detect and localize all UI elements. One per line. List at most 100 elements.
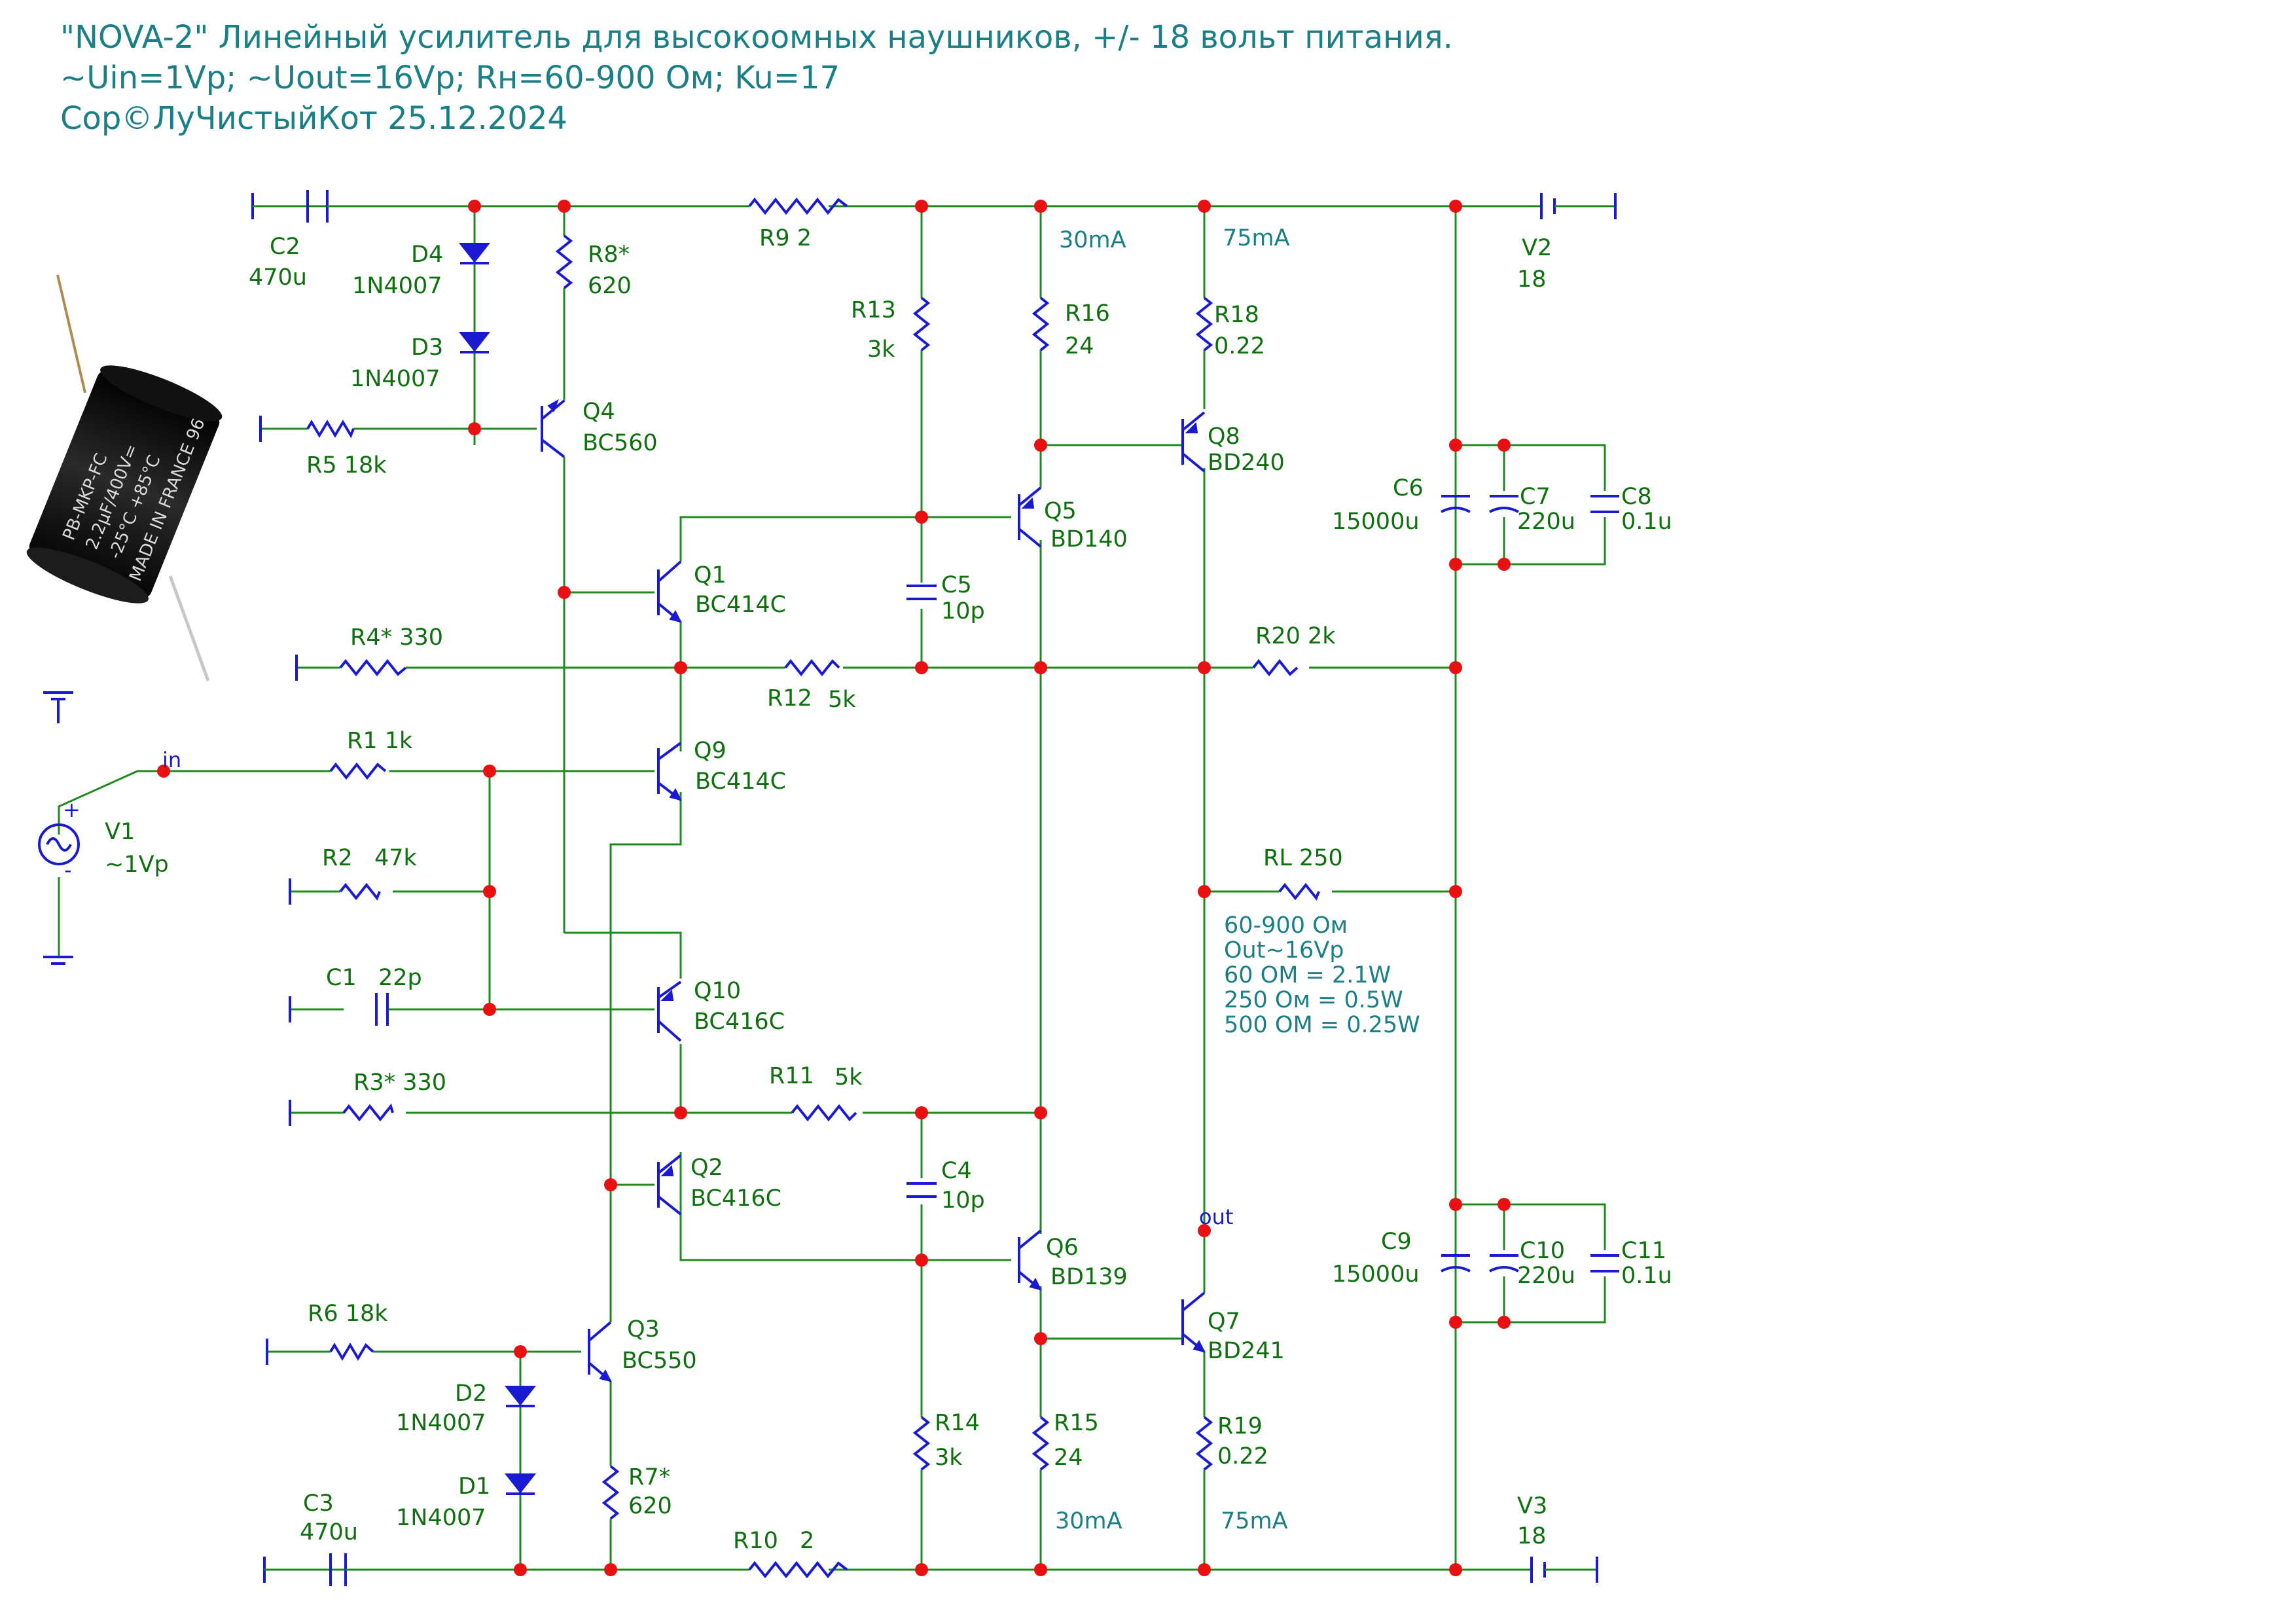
load-note-2: Out~16Vp: [1224, 937, 1344, 964]
d2-val: 1N4007: [396, 1410, 486, 1436]
r8-val: 620: [588, 273, 632, 299]
v3-ref: V3: [1517, 1493, 1547, 1519]
c2-symbol: [251, 190, 370, 223]
junction-dots: [157, 200, 1511, 1576]
r6-label: R6 18k: [308, 1301, 388, 1327]
c5-val: 10p: [941, 598, 985, 624]
v2-symbol: [1540, 193, 1617, 219]
r12-val: 5k: [828, 687, 856, 713]
resistors-horizontal: [306, 197, 1320, 1579]
q1-val: BC414C: [695, 592, 786, 618]
r18-ref: R18: [1214, 302, 1259, 328]
q5-current: 30mA: [1059, 227, 1126, 253]
diode-d3: [458, 332, 491, 353]
q6-symbol: [1018, 1229, 1042, 1291]
c1-ref: C1: [326, 965, 357, 991]
c3-val: 470u: [300, 1519, 358, 1545]
c3-ref: C3: [303, 1490, 334, 1517]
q4-val: BC560: [583, 430, 658, 456]
ground-symbol-bottom: [43, 956, 73, 965]
c5-symbol: [906, 585, 937, 600]
r15-ref: R15: [1054, 1410, 1099, 1436]
c9-val: 15000u: [1332, 1261, 1420, 1288]
q10-ref: Q10: [694, 978, 741, 1004]
d4-ref: D4: [411, 242, 443, 268]
r18-val: 0.22: [1214, 333, 1265, 359]
v2-val: 18: [1517, 266, 1547, 293]
q3-val: BC550: [622, 1348, 697, 1374]
ground-symbol-top: [43, 691, 73, 723]
c9-ref: C9: [1381, 1229, 1412, 1255]
q6-val: BD139: [1050, 1264, 1128, 1290]
q6-current: 30mA: [1055, 1508, 1122, 1534]
load-note-5: 500 OM = 0.25W: [1224, 1012, 1420, 1038]
q8-current: 75mA: [1223, 225, 1290, 251]
in-net-label: in: [162, 748, 181, 772]
title-line-1: "NOVA-2" Линейный усилитель для высокоом…: [60, 19, 1453, 56]
load-note-1: 60-900 Ом: [1224, 912, 1348, 939]
r16-val: 24: [1065, 333, 1094, 359]
r10-val: 2: [800, 1528, 814, 1554]
schematic-title: "NOVA-2" Линейный усилитель для высокоом…: [60, 17, 1453, 139]
q8-val: BD240: [1208, 450, 1285, 476]
c10-val: 220u: [1517, 1263, 1575, 1289]
r4-label: R4* 330: [350, 624, 443, 651]
svg-text:+: +: [63, 797, 81, 822]
load-note-4: 250 Ом = 0.5W: [1224, 987, 1403, 1013]
r3-label: R3* 330: [353, 1070, 446, 1096]
component-symbols: + -: [38, 190, 1619, 1586]
wires: [58, 205, 1606, 1571]
q7-symbol: [1181, 1291, 1206, 1353]
d4-val: 1N4007: [352, 273, 442, 299]
r11-val: 5k: [834, 1064, 863, 1091]
c6-ref: C6: [1393, 475, 1424, 501]
d3-val: 1N4007: [350, 366, 440, 392]
r11-ref: R11: [769, 1063, 814, 1089]
q1-symbol: [657, 560, 682, 623]
v1-ref: V1: [105, 819, 135, 845]
d3-ref: D3: [411, 334, 443, 361]
r10-ref: R10: [733, 1528, 778, 1554]
c1-symbol: [375, 993, 389, 1026]
r19-ref: R19: [1217, 1413, 1263, 1439]
q4-ref: Q4: [583, 399, 615, 425]
terminal-ticks: [259, 416, 298, 1365]
c7-val: 220u: [1517, 509, 1575, 535]
q8-symbol: [1181, 411, 1206, 473]
supply-caps-bottom: [1441, 1254, 1619, 1272]
r13-ref: R13: [851, 297, 896, 323]
r12-ref: R12: [767, 685, 812, 712]
q9-ref: Q9: [694, 738, 726, 764]
r13-val: 3k: [867, 336, 895, 363]
v2-ref: V2: [1522, 235, 1552, 261]
resistors-vertical: [555, 234, 1213, 1520]
d1-ref: D1: [458, 1473, 490, 1500]
r8-ref: R8*: [588, 242, 630, 268]
q5-symbol: [1018, 486, 1042, 548]
d2-ref: D2: [455, 1380, 487, 1407]
c2-ref: C2: [270, 234, 300, 260]
v1-ac-source: + -: [38, 797, 81, 882]
r19-val: 0.22: [1217, 1443, 1268, 1470]
c4-val: 10p: [941, 1187, 985, 1214]
q4-symbol: [541, 399, 565, 458]
r14-val: 3k: [935, 1445, 963, 1471]
c5-ref: C5: [941, 572, 972, 598]
q1-ref: Q1: [694, 562, 726, 588]
q2-ref: Q2: [691, 1155, 723, 1181]
q3-symbol: [588, 1321, 612, 1382]
q9-symbol: [657, 742, 682, 801]
title-line-2: ~Uin=1Vp; ~Uout=16Vp; Rн=60-900 Ом; Ku=1…: [60, 60, 840, 96]
c4-symbol: [906, 1182, 937, 1198]
q10-symbol: [657, 981, 682, 1042]
svg-text:-: -: [64, 857, 72, 882]
out-net-label: out: [1199, 1204, 1233, 1229]
c8-ref: C8: [1621, 484, 1652, 510]
q5-val: BD140: [1050, 526, 1128, 552]
diode-d1: [504, 1473, 537, 1495]
r1-label: R1 1k: [347, 728, 413, 754]
v3-symbol: [1530, 1557, 1598, 1583]
q5-ref: Q5: [1044, 498, 1077, 524]
q2-symbol: [657, 1154, 682, 1216]
